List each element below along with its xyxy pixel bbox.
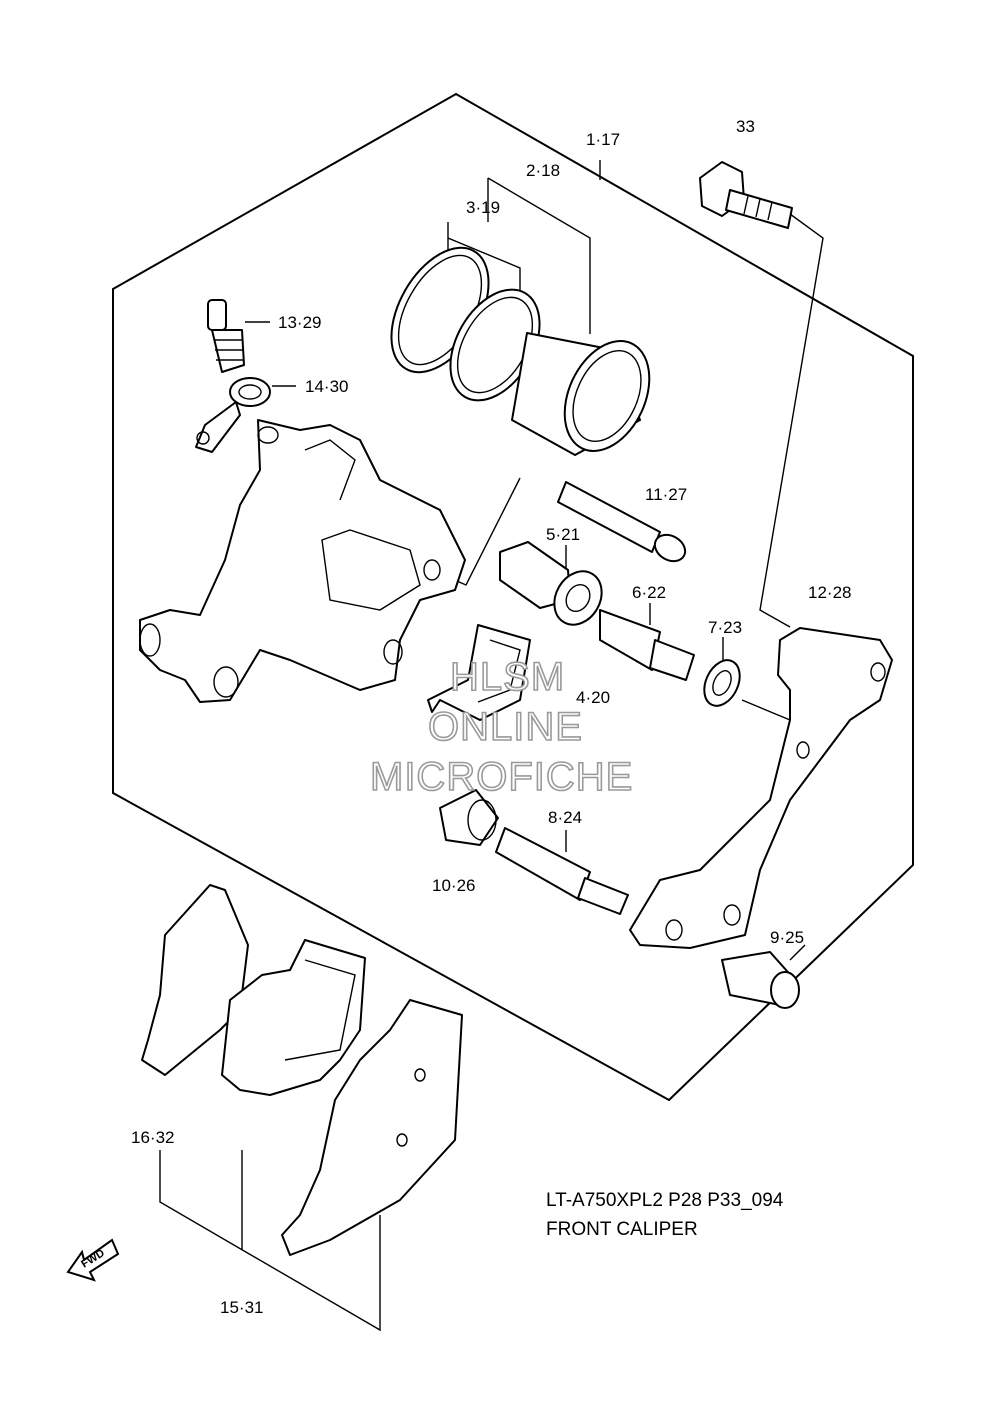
diagram-title: FRONT CALIPER [546, 1219, 698, 1240]
diagram-code: LT-A750XPL2 P28 P33_094 [546, 1190, 784, 1211]
washer [703, 659, 741, 707]
brake-pad-inner [221, 939, 366, 1096]
callout-14-30: 14·30 [305, 377, 348, 396]
mounting-bolt [699, 161, 793, 229]
slide-pin-8 [495, 827, 629, 915]
callout-1-17: 1·17 [586, 130, 620, 149]
slide-pin-6 [599, 609, 695, 681]
svg-text:HLSM: HLSM [450, 655, 565, 699]
callout-3-19: 3·19 [466, 198, 500, 217]
callout-4-20: 4·20 [576, 688, 610, 707]
slide-pin-11 [557, 481, 687, 563]
callout-9-25: 9·25 [770, 928, 804, 947]
brake-pad-outer [281, 999, 463, 1256]
pin-boot-5 [499, 541, 603, 626]
callout-6-22: 6·22 [632, 583, 666, 602]
pin-boot-10 [439, 789, 499, 846]
callout-labels: 1·17 2·18 3·19 33 13·29 14·30 11·27 5·21… [131, 117, 851, 1317]
svg-text:MICROFICHE: MICROFICHE [370, 755, 633, 799]
forward-arrow-icon: FWD [66, 1238, 120, 1282]
callout-2-18: 2·18 [526, 161, 560, 180]
callout-13-29: 13·29 [278, 313, 321, 332]
callout-11-27: 11·27 [645, 485, 687, 504]
callout-33: 33 [736, 117, 755, 136]
caliper-bracket [629, 627, 893, 949]
pad-shim [141, 884, 249, 1076]
assembly-boundary [112, 92, 914, 1102]
bracket-sleeve [721, 951, 800, 1009]
bleeder-cap [195, 377, 271, 453]
callout-16-32: 16·32 [131, 1128, 174, 1147]
callout-12-28: 12·28 [808, 583, 851, 602]
caliper-piston [511, 332, 651, 456]
svg-text:ONLINE: ONLINE [428, 705, 583, 749]
bleeder-valve [207, 299, 245, 373]
callout-8-24: 8·24 [548, 808, 582, 827]
callout-7-23: 7·23 [708, 618, 742, 637]
callout-10-26: 10·26 [432, 876, 475, 895]
callout-15-31: 15·31 [220, 1298, 263, 1317]
callout-5-21: 5·21 [546, 525, 580, 544]
pad-spring [427, 624, 531, 721]
caliper-body [139, 419, 466, 703]
watermark: HLSM ONLINE MICROFICHE [369, 654, 633, 800]
